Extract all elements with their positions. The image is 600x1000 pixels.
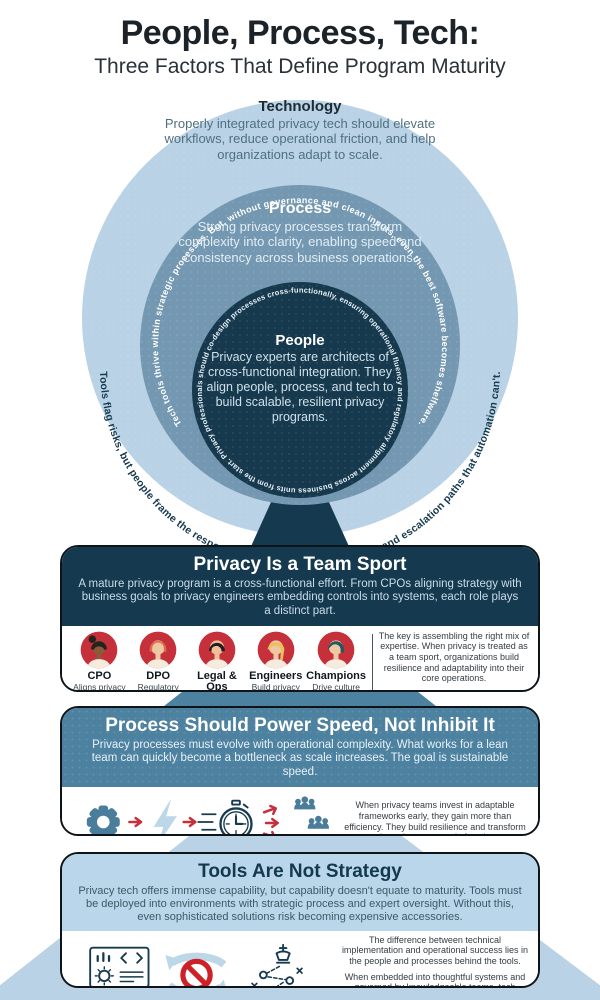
role-cpo: CPO Aligns privacy with business strateg…	[70, 630, 129, 692]
chess-king-icon	[275, 944, 291, 965]
page-header: People, Process, Tech: Three Factors Tha…	[0, 14, 600, 79]
role-champions: Champions Drive culture and adoption acr…	[305, 630, 367, 692]
cycle-arrows-icon	[165, 953, 227, 986]
role-name: CPO	[87, 669, 112, 682]
note-paragraph: When privacy teams invest in adaptable f…	[344, 800, 526, 834]
card-tools-strategy-body: The difference between technical impleme…	[62, 930, 538, 988]
card-tools-strategy-subtitle: Privacy tech offers immense capability, …	[78, 884, 522, 923]
card-process-speed-subtitle: Privacy processes must evolve with opera…	[91, 738, 509, 778]
note-paragraph: The difference between technical impleme…	[341, 934, 529, 966]
card-tools-strategy-title: Tools Are Not Strategy	[198, 861, 402, 882]
card-team-sport-header: Privacy Is a Team Sport A mature privacy…	[62, 547, 538, 626]
role-name: Champions	[306, 669, 367, 682]
card-team-sport-title: Privacy Is a Team Sport	[193, 554, 407, 575]
dpo-avatar-icon	[139, 631, 177, 668]
note-paragraph: When embedded into thoughtful systems an…	[344, 971, 526, 988]
card-tools-strategy-notes: The difference between technical impleme…	[340, 934, 530, 988]
team-groups-icon	[294, 795, 329, 829]
role-desc: Build privacy into architecture and work…	[251, 682, 300, 692]
technology-label: Technology Properly integrated privacy t…	[160, 98, 440, 162]
card-tools-strategy-header: Tools Are Not Strategy Privacy tech offe…	[62, 854, 538, 931]
monitor-icon	[89, 947, 150, 986]
technology-desc: Properly integrated privacy tech should …	[164, 116, 436, 162]
people-title: People	[275, 332, 325, 349]
stopwatch-icon	[197, 799, 253, 834]
legal-ops-avatar-icon	[198, 631, 236, 668]
card-team-sport-body: CPO Aligns privacy with business strateg…	[62, 625, 538, 692]
arrow-icon	[128, 816, 143, 827]
role-engineers: Engineers Build privacy into architectur…	[246, 630, 305, 692]
people-label: People Privacy experts are architects of…	[203, 332, 397, 425]
page-subtitle: Three Factors That Define Program Maturi…	[94, 55, 506, 78]
card-team-sport-subtitle: A mature privacy program is a cross-func…	[78, 577, 522, 617]
technology-title: Technology	[258, 98, 342, 115]
role-name: DPO	[146, 669, 171, 682]
card-process-speed-notes: When privacy teams invest in adaptable f…	[340, 800, 530, 834]
no-entry-icon	[180, 959, 213, 986]
process-flow-icons	[70, 791, 340, 834]
card-process-speed: Process Should Power Speed, Not Inhibit …	[60, 706, 540, 836]
page-title: People, Process, Tech:	[120, 14, 480, 52]
role-desc: Regulatory compliance and risk posture	[137, 682, 179, 692]
tools-vs-strategy-illustration	[89, 944, 303, 986]
role-name: Engineers	[249, 669, 303, 682]
lightning-icon	[153, 798, 177, 834]
arrow-icon	[182, 816, 197, 827]
role-desc: Aligns privacy with business strategy	[73, 682, 126, 692]
process-label: Process Strong privacy processes transfo…	[172, 200, 428, 265]
card-process-speed-header: Process Should Power Speed, Not Inhibit …	[62, 708, 538, 787]
process-title: Process	[268, 200, 332, 217]
card-team-sport: Privacy Is a Team Sport A mature privacy…	[60, 545, 540, 692]
card-team-sport-notes: The key is assembling the right mix of e…	[378, 630, 530, 690]
gear-icon	[86, 805, 120, 834]
card-process-speed-title: Process Should Power Speed, Not Inhibit …	[105, 715, 495, 736]
card-process-speed-body: When privacy teams invest in adaptable f…	[62, 786, 538, 834]
vertical-divider	[372, 633, 373, 690]
champions-avatar-icon	[317, 631, 355, 668]
role-dpo: DPO Regulatory compliance and risk postu…	[129, 630, 188, 692]
triple-arrow-icon	[262, 804, 279, 834]
process-desc: Strong privacy processes transform compl…	[178, 219, 422, 265]
role-desc: Drive culture and adoption across teams	[312, 682, 360, 692]
note-paragraph: As technology evolves, emerging roles su…	[378, 689, 530, 690]
process-flow-illustration	[86, 795, 329, 834]
strategy-icon	[251, 944, 303, 986]
tools-vs-strategy-icons	[70, 942, 340, 986]
cpo-avatar-icon	[81, 631, 118, 668]
neck-connector-1	[248, 500, 352, 553]
engineers-avatar-icon	[257, 631, 295, 668]
roles-row: CPO Aligns privacy with business strateg…	[70, 630, 367, 692]
people-desc: Privacy experts are architects of cross-…	[206, 350, 394, 424]
maturity-circles-graphic: Tools flag risks, but people frame the r…	[82, 100, 518, 555]
note-paragraph: The key is assembling the right mix of e…	[378, 630, 530, 684]
role-name: Legal & Ops	[197, 669, 237, 692]
role-legal-ops: Legal & Ops Translate policy into operat…	[188, 630, 247, 692]
card-tools-strategy: Tools Are Not Strategy Privacy tech offe…	[60, 852, 540, 988]
